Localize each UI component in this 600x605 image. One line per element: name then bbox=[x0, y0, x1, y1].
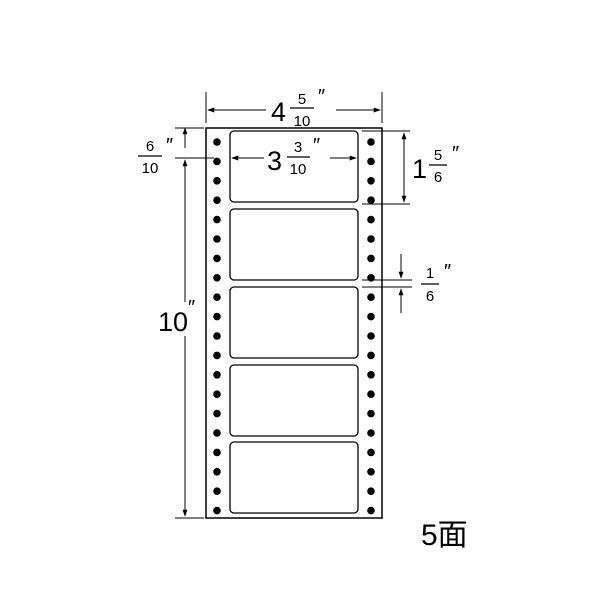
total-width-num: 5 bbox=[298, 91, 306, 108]
feed-hole-left bbox=[213, 312, 221, 321]
top-margin-dimension: 6 10 ″ bbox=[138, 127, 214, 177]
label-gap-dimension: 1 6 ″ bbox=[362, 254, 451, 313]
feed-hole-right bbox=[367, 138, 375, 146]
feed-hole-right bbox=[367, 448, 375, 457]
feed-hole-right bbox=[367, 196, 375, 204]
label-height-num: 5 bbox=[434, 147, 442, 164]
feed-hole-right bbox=[367, 293, 375, 302]
feed-hole-left bbox=[213, 429, 221, 437]
feed-hole-right bbox=[367, 235, 375, 243]
feed-hole-left bbox=[213, 332, 221, 340]
label-height-unit: ″ bbox=[452, 143, 459, 165]
faces-count-label: 5面 bbox=[421, 519, 468, 552]
feed-hole-left bbox=[213, 196, 221, 204]
feed-hole-right bbox=[367, 157, 375, 166]
label-1 bbox=[229, 130, 359, 203]
feed-hole-left bbox=[213, 215, 221, 224]
feed-hole-right bbox=[367, 390, 375, 399]
feed-hole-left bbox=[213, 487, 221, 496]
total-width-den: 10 bbox=[294, 113, 311, 130]
label-width-unit: ″ bbox=[313, 135, 320, 157]
feed-hole-left bbox=[213, 468, 221, 476]
feed-hole-left bbox=[213, 157, 221, 166]
top-margin-den: 10 bbox=[142, 160, 159, 177]
label-width-whole: 3 bbox=[267, 146, 282, 176]
feed-holes-right bbox=[367, 138, 375, 515]
label-height-dimension: 1 5 6 ″ bbox=[362, 130, 459, 205]
feed-hole-left bbox=[213, 254, 221, 263]
feed-hole-right bbox=[367, 371, 375, 379]
top-margin-unit: ″ bbox=[166, 135, 173, 157]
sheet-height-dimension: 10 ″ bbox=[152, 159, 204, 519]
label-4 bbox=[229, 364, 359, 437]
feed-hole-right bbox=[367, 429, 375, 437]
label-height-den: 6 bbox=[434, 169, 442, 186]
label-height-whole: 1 bbox=[412, 154, 427, 184]
feed-hole-left bbox=[213, 506, 221, 515]
labels bbox=[229, 130, 359, 514]
total-width-whole: 4 bbox=[271, 97, 286, 127]
feed-hole-right bbox=[367, 351, 375, 360]
feed-hole-right bbox=[367, 312, 375, 321]
feed-hole-right bbox=[367, 409, 375, 418]
feed-hole-left bbox=[213, 177, 221, 185]
top-margin-num: 6 bbox=[146, 138, 154, 155]
label-width-dimension: 3 3 10 ″ bbox=[231, 135, 357, 178]
feed-hole-left bbox=[213, 274, 221, 282]
feed-hole-right bbox=[367, 506, 375, 515]
label-gap-unit: ″ bbox=[444, 261, 451, 283]
label-width-den: 10 bbox=[290, 161, 307, 178]
feed-hole-left bbox=[213, 448, 221, 457]
feed-holes-left bbox=[213, 138, 221, 515]
feed-hole-right bbox=[367, 254, 375, 263]
feed-hole-left bbox=[213, 371, 221, 379]
total-width-dimension: 4 5 10 ″ bbox=[205, 86, 383, 130]
label-2 bbox=[229, 208, 359, 281]
feed-hole-right bbox=[367, 468, 375, 476]
sheet-height-unit: ″ bbox=[188, 297, 195, 319]
label-5 bbox=[229, 441, 359, 514]
feed-hole-right bbox=[367, 177, 375, 185]
sheet-height-value: 10 bbox=[158, 307, 188, 337]
label-gap-num: 1 bbox=[426, 265, 434, 282]
feed-hole-left bbox=[213, 351, 221, 360]
total-width-unit: ″ bbox=[318, 86, 325, 108]
feed-hole-left bbox=[213, 138, 221, 146]
feed-hole-left bbox=[213, 293, 221, 302]
label-width-num: 3 bbox=[294, 139, 302, 156]
label-3 bbox=[229, 286, 359, 359]
label-gap-den: 6 bbox=[426, 288, 434, 305]
feed-hole-left bbox=[213, 235, 221, 243]
feed-hole-right bbox=[367, 215, 375, 224]
sheet-outline bbox=[205, 127, 383, 519]
feed-hole-right bbox=[367, 487, 375, 496]
feed-hole-left bbox=[213, 409, 221, 418]
feed-hole-left bbox=[213, 390, 221, 399]
feed-hole-right bbox=[367, 332, 375, 340]
